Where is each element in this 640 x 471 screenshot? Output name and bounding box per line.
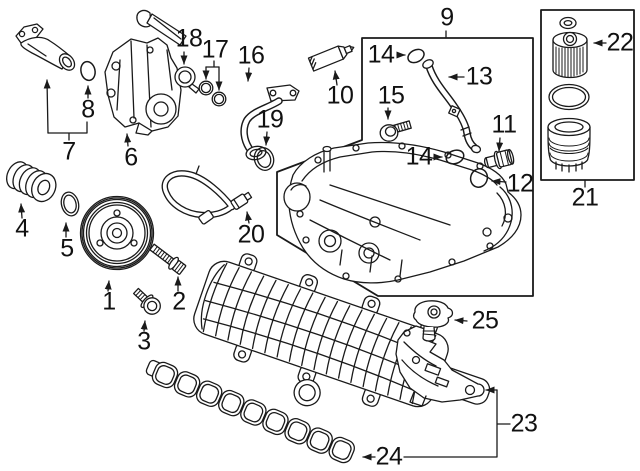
part-24-gasket-icon <box>145 359 355 464</box>
callout-4[interactable]: 4 <box>15 214 29 243</box>
part-11-drain-plug-icon <box>483 148 515 170</box>
callout-11[interactable]: 11 <box>491 110 517 139</box>
callout-12[interactable]: 12 <box>506 169 534 198</box>
part-4-pulley-icon <box>6 161 57 203</box>
callout-6[interactable]: 6 <box>124 143 138 172</box>
callout-20[interactable]: 20 <box>237 220 265 249</box>
part-17-o-rings-icon <box>198 80 227 107</box>
part-6-bracket-icon <box>104 9 187 136</box>
callout-1[interactable]: 1 <box>102 287 116 316</box>
part-3-bolt-icon <box>132 287 161 315</box>
callout-13[interactable]: 13 <box>465 62 493 91</box>
callout-25[interactable]: 25 <box>471 306 499 335</box>
part-20-hose-icon <box>161 165 253 225</box>
part-12-gasket-ring-icon <box>469 168 489 188</box>
callout-2[interactable]: 2 <box>172 287 186 316</box>
callout-21[interactable]: 21 <box>571 183 599 212</box>
part-22-filter-element-icon <box>552 16 588 79</box>
part-15-bolt-icon <box>379 120 412 142</box>
part-21-filter-oring-icon <box>548 83 590 111</box>
part-8-o-ring-icon <box>80 60 96 82</box>
callout-5[interactable]: 5 <box>60 234 74 263</box>
callout-24[interactable]: 24 <box>375 442 403 471</box>
callout-leader-lines <box>18 30 607 461</box>
part-14-o-ring-lower-icon <box>445 149 465 165</box>
callout-15[interactable]: 15 <box>377 81 405 110</box>
part-10-sealant-tube-icon <box>307 45 355 72</box>
callout-19[interactable]: 19 <box>256 105 284 134</box>
part-23-bracket-icon <box>395 325 485 407</box>
part-oil-pan <box>283 141 522 284</box>
part-2-bolt-icon <box>149 243 187 275</box>
part-5-seal-icon <box>60 191 80 217</box>
callout-17[interactable]: 17 <box>201 35 229 64</box>
callout-10[interactable]: 10 <box>326 81 354 110</box>
callout-9[interactable]: 9 <box>440 3 454 32</box>
callout-8[interactable]: 8 <box>81 95 95 124</box>
group-box-21 <box>540 9 635 181</box>
part-1-crank-pulley-icon <box>79 195 155 271</box>
part-7-housing-icon <box>15 23 76 71</box>
callout-22[interactable]: 22 <box>606 28 634 57</box>
part-21-filter-cap-icon <box>547 117 591 173</box>
callout-14-lower[interactable]: 14 <box>405 142 433 171</box>
part-14-o-ring-upper-icon <box>407 48 425 64</box>
part-13-oil-pipe-icon <box>422 59 482 154</box>
part-25-sensor-icon <box>412 300 454 342</box>
callout-18[interactable]: 18 <box>175 24 203 53</box>
callout-14-upper[interactable]: 14 <box>367 40 395 69</box>
part-18-grommet-icon <box>174 66 200 94</box>
callout-3[interactable]: 3 <box>137 327 151 356</box>
callout-7[interactable]: 7 <box>62 137 76 166</box>
callout-23[interactable]: 23 <box>510 409 538 438</box>
callout-16[interactable]: 16 <box>237 41 265 70</box>
part-19-seal-ring-icon <box>253 147 275 171</box>
